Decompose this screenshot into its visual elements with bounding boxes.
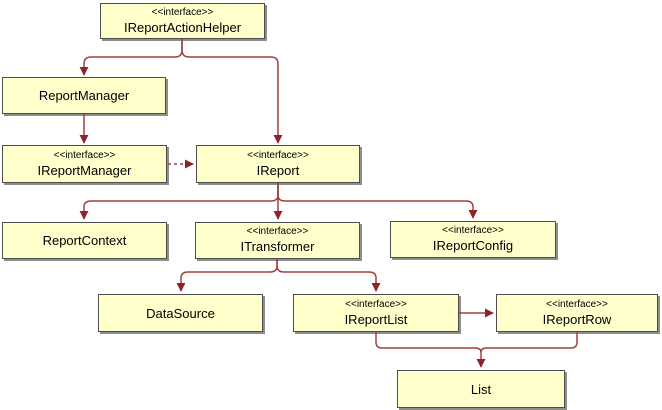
- class-node-ireport-manager[interactable]: <<interface>> IReportManager: [2, 145, 167, 183]
- edge-ireportrow-to-list: [480, 332, 578, 353]
- class-name-label: IReportRow: [542, 311, 612, 327]
- class-node-data-source[interactable]: DataSource: [98, 294, 263, 332]
- stereotype-label: <<interface>>: [53, 149, 116, 161]
- class-name-label: IReportList: [344, 311, 408, 327]
- class-node-list[interactable]: List: [397, 370, 565, 408]
- stereotype-label: <<interface>>: [442, 225, 504, 236]
- class-node-report-manager[interactable]: ReportManager: [2, 77, 166, 114]
- stereotype-label: <<interface>>: [546, 298, 608, 310]
- stereotype-label: <<interface>>: [247, 149, 309, 161]
- class-node-ireport-row[interactable]: <<interface>> IReportRow: [496, 294, 658, 332]
- class-node-ireport-action-helper[interactable]: <<interface>> IReportActionHelper: [100, 3, 265, 39]
- edge-ireportlist-to-list: [375, 332, 482, 353]
- class-node-ireport-config[interactable]: <<interface>> IReportConfig: [390, 221, 556, 258]
- edge-itransformer-to-ireportlist: [276, 259, 381, 292]
- stereotype-label: <<interface>>: [151, 6, 214, 18]
- stereotype-label: <<interface>>: [246, 226, 309, 237]
- stereotype-label: <<interface>>: [345, 298, 407, 310]
- class-node-report-context[interactable]: ReportContext: [2, 222, 167, 259]
- class-name-label: ReportManager: [38, 88, 130, 103]
- class-name-label: DataSource: [146, 305, 215, 321]
- class-name-label: IReportConfig: [432, 238, 514, 253]
- edge-ireportactionhelper-to-ireport: [181, 39, 283, 144]
- class-node-ireport-list[interactable]: <<interface>> IReportList: [293, 294, 459, 332]
- class-name-label: IReportActionHelper: [123, 19, 242, 35]
- edge-ireport-to-ireportconfig: [277, 183, 478, 219]
- class-name-label: IReport: [256, 162, 300, 178]
- class-node-ireport[interactable]: <<interface>> IReport: [196, 145, 360, 183]
- edge-ireportactionhelper-to-reportmanager: [79, 39, 183, 76]
- class-node-itransformer[interactable]: <<interface>> ITransformer: [195, 222, 360, 259]
- edge-ireport-to-reportcontext: [79, 183, 279, 220]
- class-name-label: ITransformer: [240, 239, 315, 254]
- edge-itransformer-to-datasource: [176, 259, 278, 292]
- class-name-label: IReportManager: [37, 162, 132, 178]
- class-name-label: ReportContext: [42, 233, 127, 248]
- class-name-label: List: [470, 381, 492, 397]
